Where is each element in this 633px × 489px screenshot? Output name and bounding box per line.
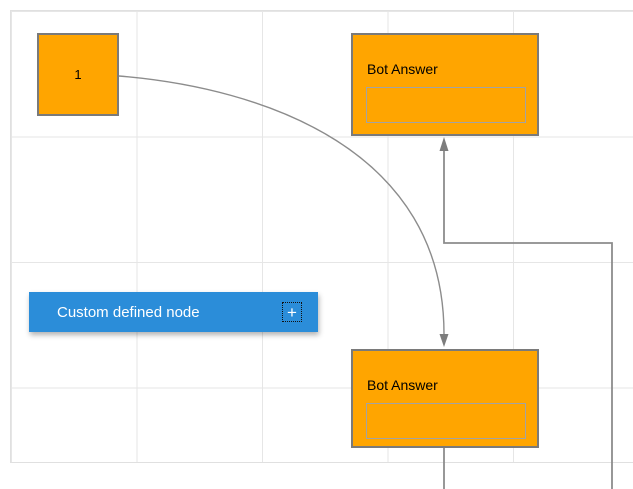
node-square-label: 1	[74, 67, 82, 82]
connector-curve[interactable]	[118, 75, 449, 347]
arrowhead-up-icon	[439, 137, 449, 151]
node-bot-answer-bottom[interactable]: Bot Answer	[351, 349, 539, 448]
bot-answer-title: Bot Answer	[367, 61, 438, 77]
node-bot-answer-top[interactable]: Bot Answer	[351, 33, 539, 136]
connector-elbow[interactable]	[439, 137, 613, 489]
custom-node-label: Custom defined node	[57, 303, 200, 321]
plus-icon[interactable]: +	[282, 302, 302, 322]
node-square-1[interactable]: 1	[37, 33, 119, 116]
bot-answer-input[interactable]	[366, 403, 526, 439]
arrowhead-down-icon	[439, 334, 449, 347]
node-custom-defined[interactable]: Custom defined node +	[29, 292, 318, 332]
bot-answer-input[interactable]	[366, 87, 526, 123]
bot-answer-title: Bot Answer	[367, 377, 438, 393]
